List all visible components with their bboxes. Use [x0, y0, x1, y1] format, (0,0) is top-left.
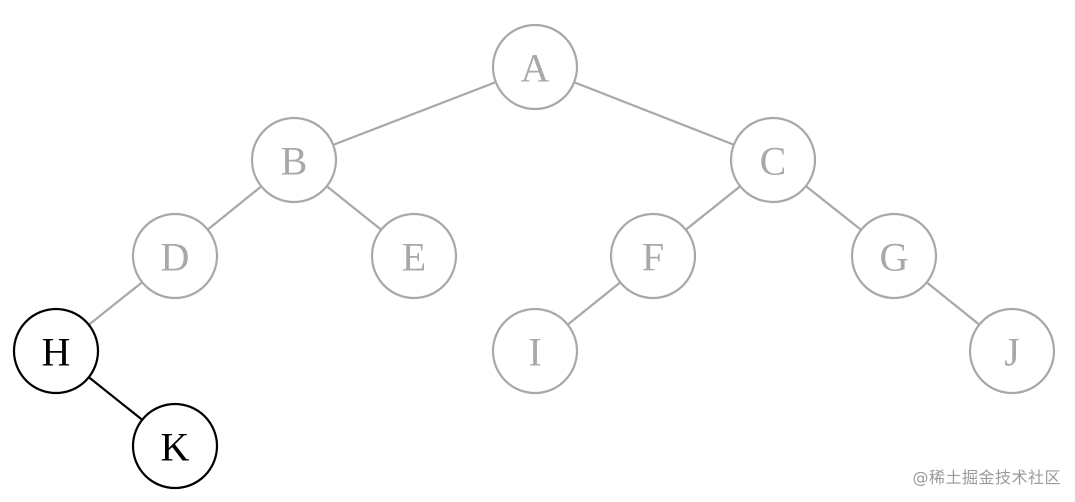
node-h: H	[12, 307, 100, 395]
edge-b-d	[206, 185, 263, 231]
node-circle-b	[250, 116, 338, 204]
edge-a-b	[332, 81, 497, 146]
node-label-k: K	[161, 425, 190, 470]
node-label-i: I	[528, 330, 541, 375]
node-circle-c	[729, 116, 817, 204]
node-f: F	[609, 212, 697, 300]
edge-h-k	[88, 376, 143, 421]
node-j: J	[968, 307, 1056, 395]
node-e: E	[370, 212, 458, 300]
edge-d-h	[88, 281, 143, 326]
node-label-e: E	[402, 235, 426, 280]
node-circle-k	[131, 402, 219, 490]
node-d: D	[131, 212, 219, 300]
node-b: B	[250, 116, 338, 204]
node-circle-h	[12, 307, 100, 395]
node-circle-a	[491, 23, 579, 111]
node-c: C	[729, 116, 817, 204]
node-g: G	[850, 212, 938, 300]
node-i: I	[491, 307, 579, 395]
edge-a-c	[573, 81, 735, 146]
edges-layer	[88, 81, 980, 421]
edge-g-j	[926, 281, 980, 326]
node-circle-g	[850, 212, 938, 300]
node-label-j: J	[1004, 330, 1020, 375]
edge-f-i	[567, 281, 621, 326]
node-label-c: C	[760, 139, 787, 184]
node-circle-d	[131, 212, 219, 300]
node-circle-i	[491, 307, 579, 395]
node-a: A	[491, 23, 579, 111]
node-label-g: G	[880, 235, 909, 280]
node-circle-f	[609, 212, 697, 300]
node-label-a: A	[521, 46, 550, 91]
node-k: K	[131, 402, 219, 490]
node-circle-j	[968, 307, 1056, 395]
edge-b-e	[326, 185, 382, 231]
nodes-layer: A B C D E F G H I J K	[12, 23, 1056, 490]
node-label-f: F	[642, 235, 664, 280]
node-circle-e	[370, 212, 458, 300]
node-label-d: D	[161, 235, 190, 280]
node-label-b: B	[281, 139, 308, 184]
edge-c-g	[805, 185, 862, 231]
edge-c-f	[685, 185, 741, 231]
watermark-text: @稀土掘金技术社区	[912, 468, 1061, 487]
node-label-h: H	[42, 330, 71, 375]
